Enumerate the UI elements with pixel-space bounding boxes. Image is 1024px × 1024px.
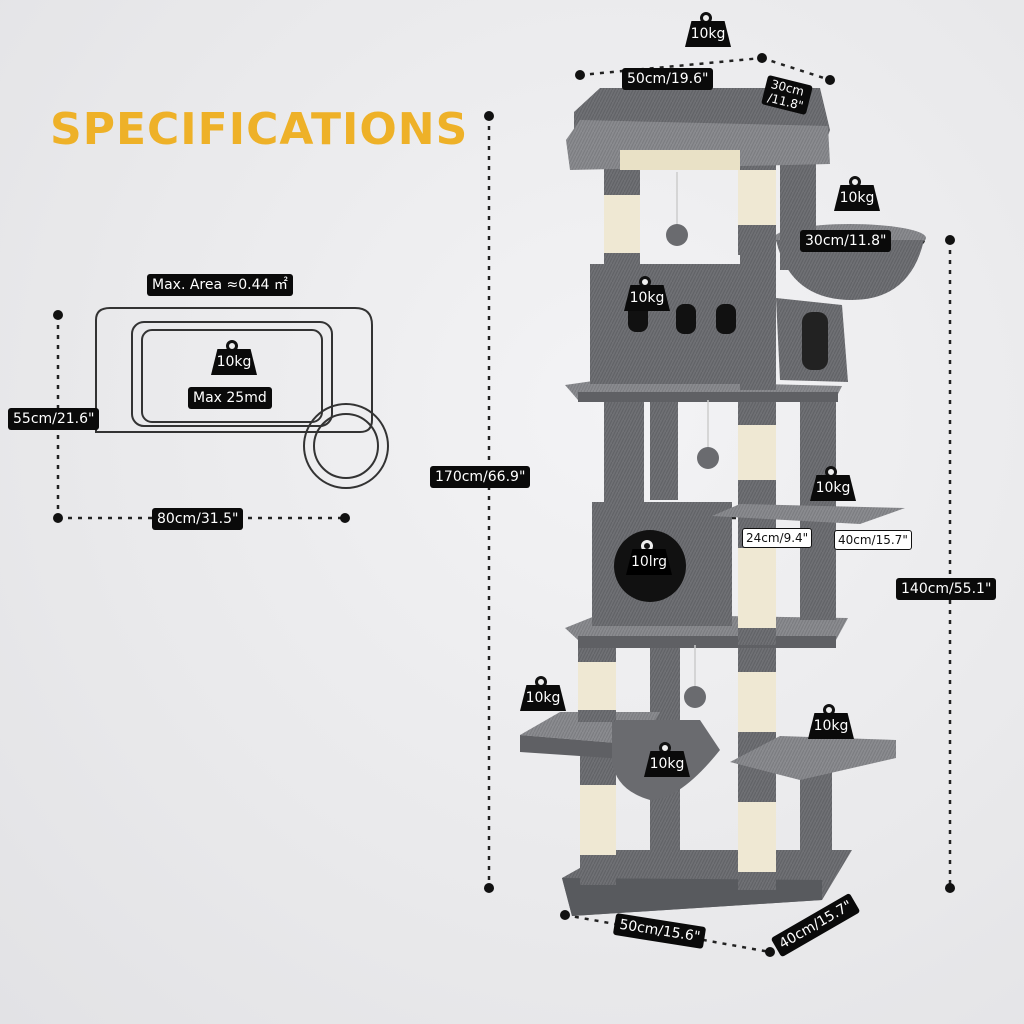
top-width-label: 50cm/19.6" xyxy=(622,68,714,90)
hammock-schematic xyxy=(95,307,389,489)
weight-icon: 10kg xyxy=(211,340,257,380)
left-step-load-label: 10kg xyxy=(520,685,566,711)
hammock-width-label: 80cm/31.5" xyxy=(152,508,244,530)
side-height-label: 140cm/55.1" xyxy=(896,578,997,600)
weight-icon: 10kg xyxy=(644,742,690,782)
page-title: SPECIFICATIONS xyxy=(50,104,469,155)
cube-load-label: 10lrg xyxy=(626,549,672,575)
weight-icon: 10kg xyxy=(834,176,880,216)
platform-load-label: 10kg xyxy=(810,475,856,501)
condo-load-label: 10kg xyxy=(624,285,670,311)
basket-diameter-label: 30cm/11.8" xyxy=(800,230,892,252)
total-height-label: 170cm/66.9" xyxy=(430,466,531,488)
weight-icon: 10kg xyxy=(685,12,731,52)
platform-depth-label: 40cm/15.7" xyxy=(834,530,912,550)
hammock-max-area-label: Max. Area ≈0.44 ㎡ xyxy=(147,274,293,296)
hammock-dimension-dots xyxy=(53,310,350,523)
weight-icon: 10kg xyxy=(810,466,856,506)
right-step-load-label: 10kg xyxy=(808,713,854,739)
weight-icon: 10kg xyxy=(808,704,854,744)
weight-icon: 10kg xyxy=(520,676,566,716)
top-perch-load-label: 10kg xyxy=(685,21,731,47)
hammock-basket-load-label: 10kg xyxy=(644,751,690,777)
platform-width-label: 24cm/9.4" xyxy=(742,528,813,548)
hammock-dimension-lines xyxy=(56,315,345,520)
weight-icon: 10kg xyxy=(624,276,670,316)
hammock-capacity-label: Max 25md xyxy=(188,387,272,409)
hammock-load-label: 10kg xyxy=(211,349,257,375)
hammock-height-label: 55cm/21.6" xyxy=(8,408,100,430)
basket-load-label: 10kg xyxy=(834,185,880,211)
weight-icon: 10lrg xyxy=(626,540,672,580)
